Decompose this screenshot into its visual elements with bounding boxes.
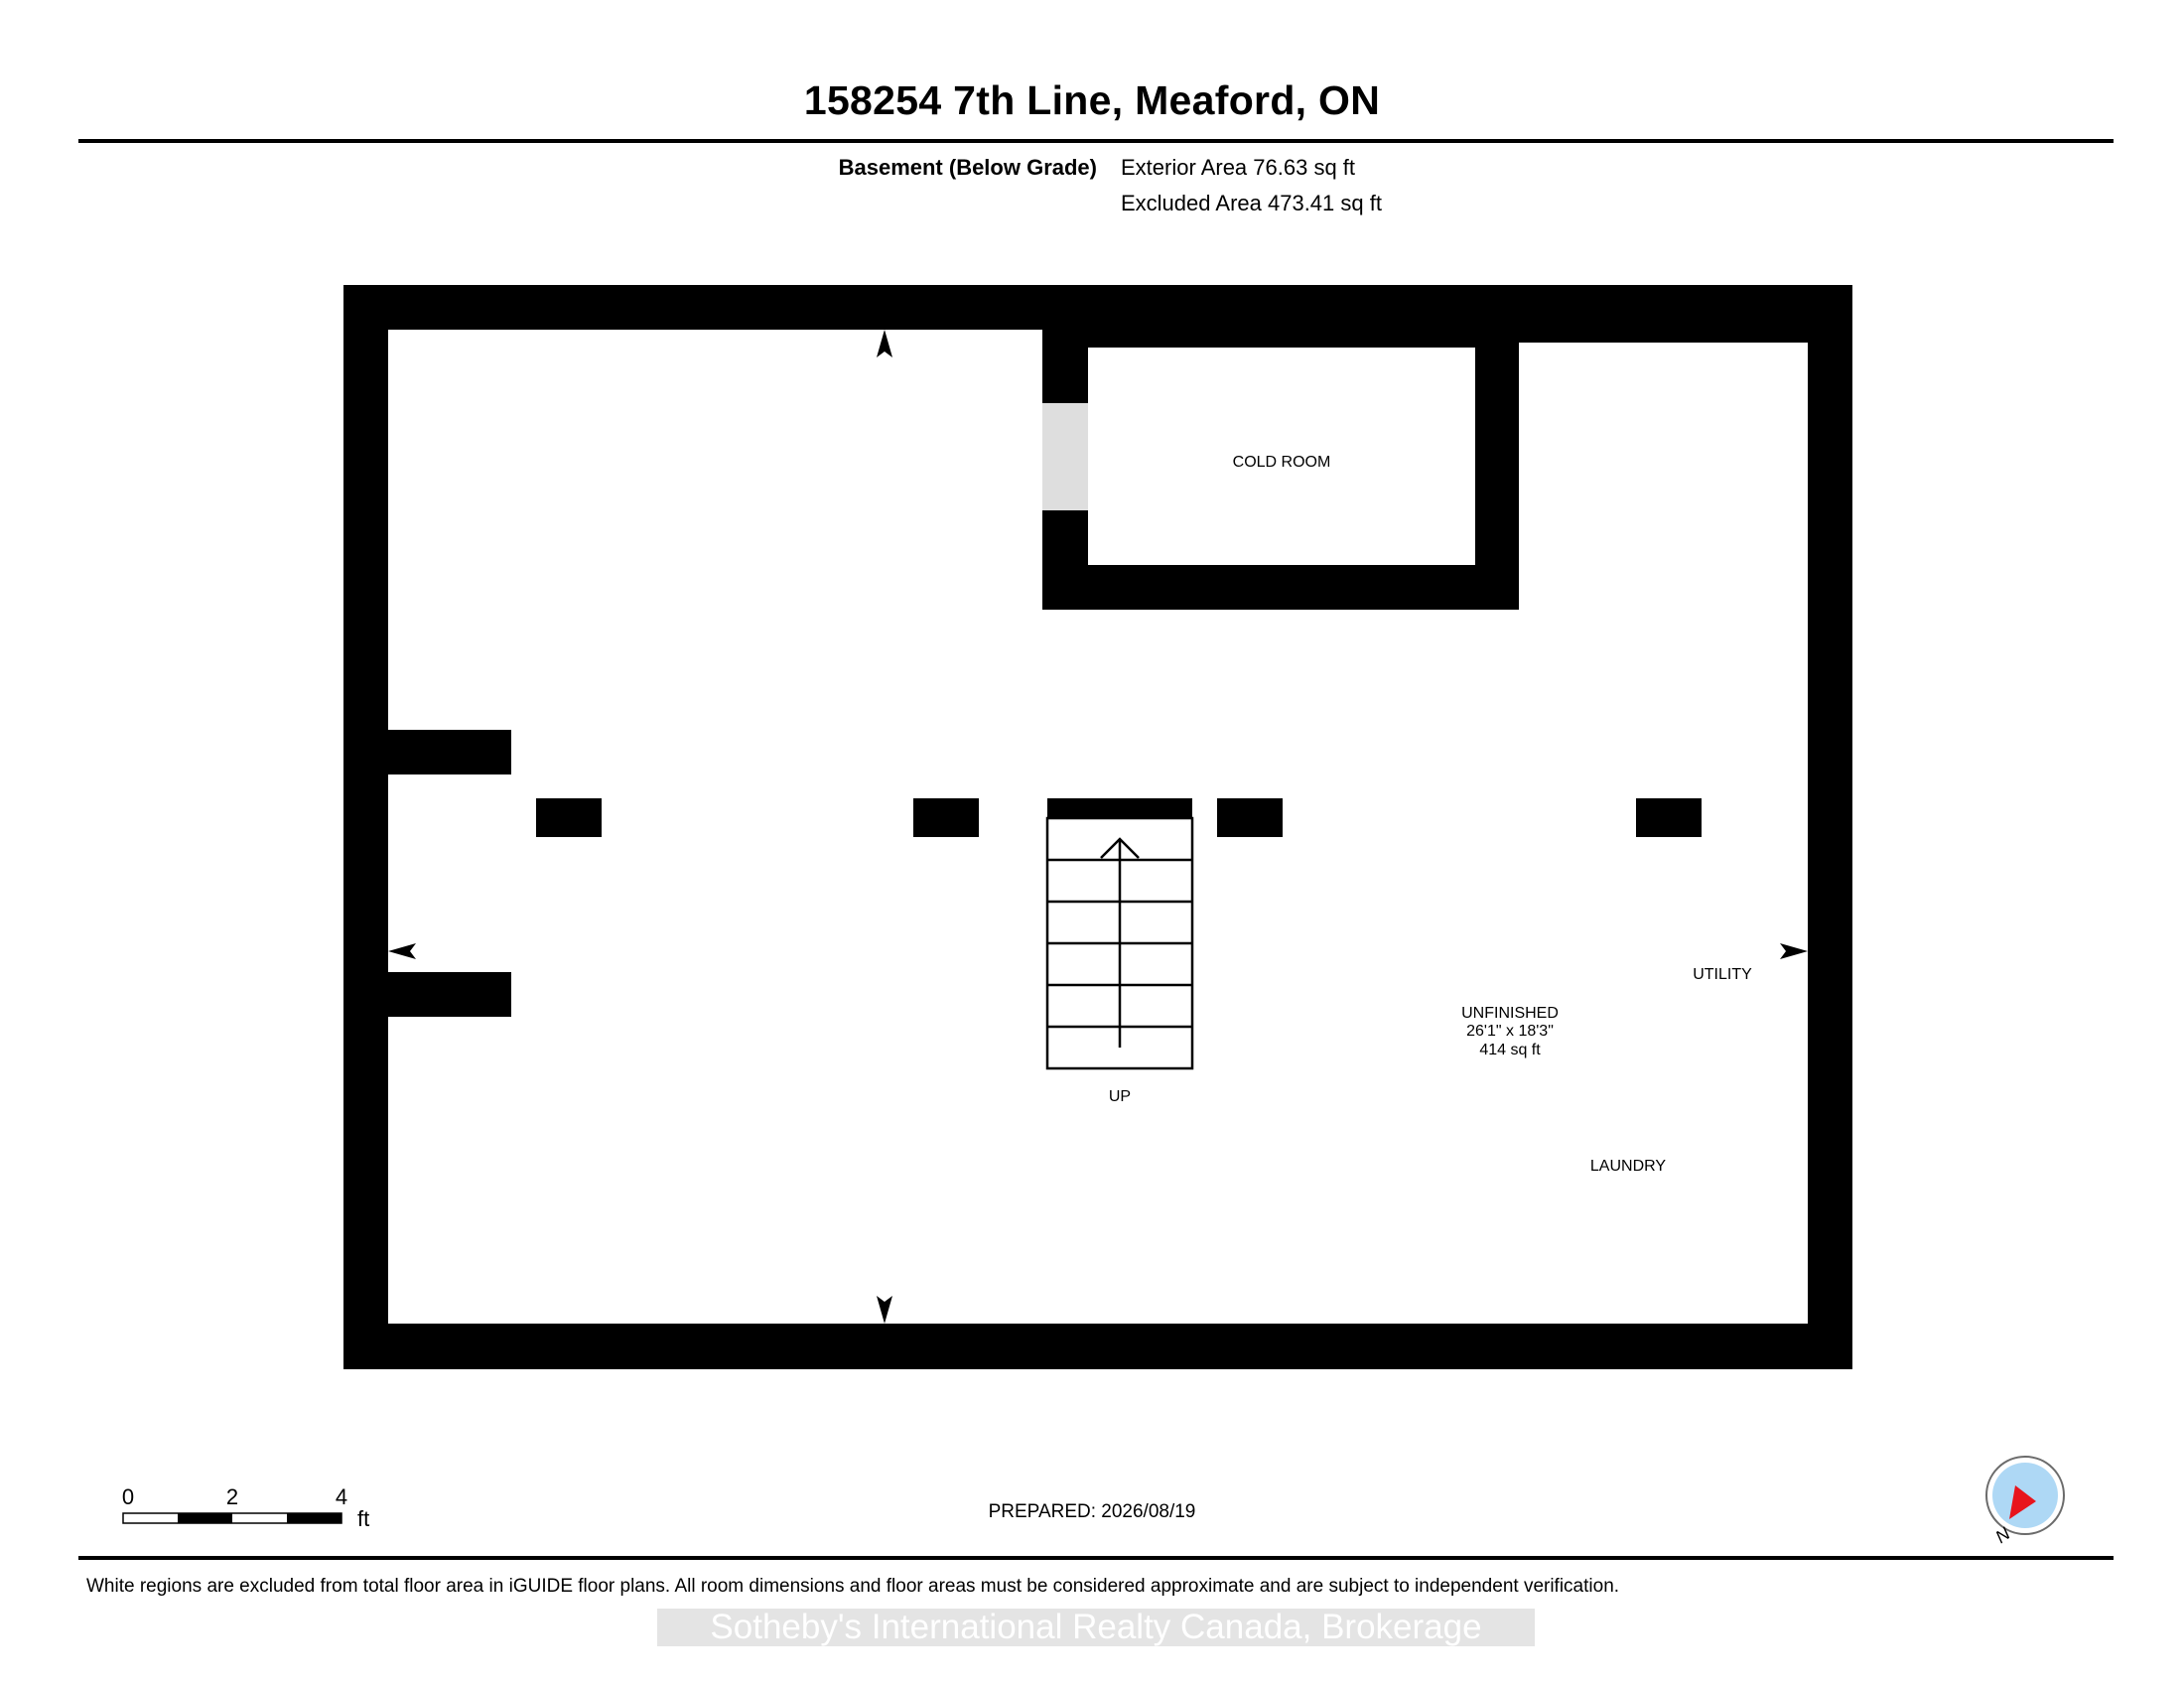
arrow-right-marker xyxy=(1780,943,1808,959)
support-post-4 xyxy=(1636,798,1702,837)
unfinished-area: 414 sq ft xyxy=(1479,1042,1541,1058)
left-wall-stub-lower xyxy=(388,972,511,1017)
scale-tick-2: 2 xyxy=(226,1484,238,1509)
scale-unit: ft xyxy=(357,1506,369,1531)
scale-bar: 0 2 4 ft xyxy=(122,1484,369,1531)
stairs-label: UP xyxy=(1109,1088,1131,1105)
excluded-area: Excluded Area 473.41 sq ft xyxy=(1121,191,1382,215)
arrow-down-marker xyxy=(877,1296,892,1324)
level-label: Basement (Below Grade) xyxy=(838,155,1097,180)
scale-tick-0: 0 xyxy=(122,1484,134,1509)
exterior-area: Exterior Area 76.63 sq ft xyxy=(1121,155,1356,180)
unfinished-label: UNFINISHED xyxy=(1461,1005,1559,1022)
scale-tick-4: 4 xyxy=(336,1484,347,1509)
staircase xyxy=(1045,816,1194,1070)
page-title: 158254 7th Line, Meaford, ON xyxy=(803,77,1381,123)
brokerage-watermark-bar xyxy=(657,1609,1535,1646)
compass-needle xyxy=(2009,1485,2036,1519)
footer-divider xyxy=(78,1556,2114,1560)
laundry-label: LAUNDRY xyxy=(1590,1158,1667,1175)
support-post-2 xyxy=(913,798,979,837)
cold-room-doorway xyxy=(1042,403,1088,510)
brokerage-watermark: Sotheby's International Realty Canada, B… xyxy=(710,1608,1482,1646)
header-divider xyxy=(78,139,2114,143)
arrow-left-marker xyxy=(388,943,416,959)
arrow-up-marker xyxy=(877,330,892,357)
prepared-date: PREPARED: 2026/08/19 xyxy=(988,1501,1196,1522)
left-wall-stub-upper xyxy=(388,730,511,774)
utility-label: UTILITY xyxy=(1693,966,1752,983)
cold-room-label: COLD ROOM xyxy=(1233,454,1331,471)
unfinished-dimensions: 26'1" x 18'3" xyxy=(1466,1023,1554,1040)
disclaimer: White regions are excluded from total fl… xyxy=(86,1576,1620,1597)
stair-header xyxy=(1047,798,1192,818)
cold-room-floor xyxy=(1088,348,1475,565)
support-post-1 xyxy=(536,798,602,837)
support-post-3 xyxy=(1217,798,1283,837)
